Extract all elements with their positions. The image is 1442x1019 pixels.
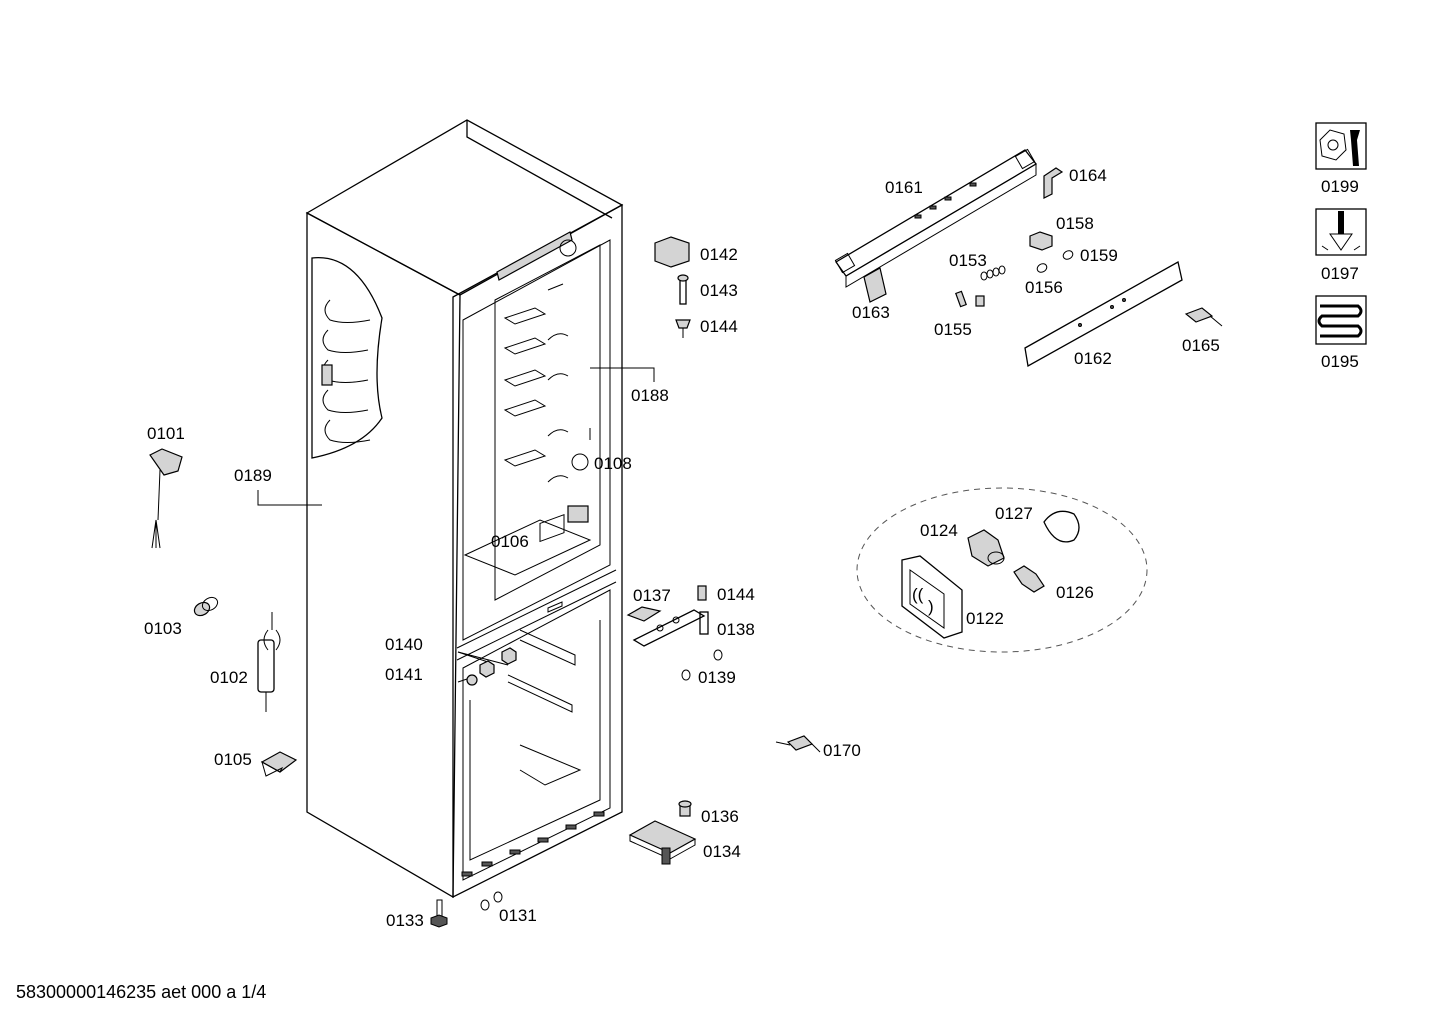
part-0164-clip (1043, 167, 1064, 199)
label-0126: 0126 (1056, 583, 1094, 602)
part-0133-foot (430, 899, 448, 928)
light-assembly-group: (( ) (856, 487, 1148, 653)
label-0137: 0137 (633, 586, 671, 605)
part-0124-lamp-socket (967, 529, 1005, 567)
label-0124: 0124 (920, 521, 958, 540)
label-0101: 0101 (147, 424, 185, 443)
label-0108: 0108 (594, 454, 632, 473)
part-0163-cover (863, 267, 887, 303)
screwdriver-icon (1315, 208, 1367, 256)
part-0139-washers (681, 649, 723, 681)
part-0155-buttons (955, 290, 985, 308)
part-0136-screw (678, 800, 692, 817)
label-0189: 0189 (234, 466, 272, 485)
label-0102: 0102 (210, 668, 248, 687)
label-0122: 0122 (966, 609, 1004, 628)
part-0159-lamp (1062, 250, 1074, 260)
part-0122-housing: (( ) (901, 555, 963, 639)
part-0105-clip (260, 751, 298, 777)
part-0170-connector (775, 735, 821, 753)
part-labels: 0101 0189 0103 0102 0105 0133 0131 0140 … (144, 166, 1359, 930)
label-0133: 0133 (386, 911, 424, 930)
heater-coil-icon (1315, 295, 1367, 345)
part-0143-pin (677, 274, 689, 305)
label-0155: 0155 (934, 320, 972, 339)
label-0136: 0136 (701, 807, 739, 826)
part-0101-power-cord (149, 448, 183, 549)
leader-lines (257, 367, 655, 683)
part-0103-cap (193, 596, 219, 617)
label-0197: 0197 (1321, 264, 1359, 283)
part-0165-connector (1184, 307, 1223, 327)
part-0131-washers (480, 891, 503, 911)
part-0144-screw-lower (697, 585, 707, 601)
label-0153: 0153 (949, 251, 987, 270)
label-0141: 0141 (385, 665, 423, 684)
svg-text:((: (( (912, 585, 924, 604)
part-0138-pin (699, 611, 709, 635)
label-0142: 0142 (700, 245, 738, 264)
label-0162: 0162 (1074, 349, 1112, 368)
label-0143: 0143 (700, 281, 738, 300)
label-0139: 0139 (698, 668, 736, 687)
label-0165: 0165 (1182, 336, 1220, 355)
part-0162-strip (1024, 261, 1183, 368)
label-0144-top: 0144 (700, 317, 738, 336)
label-0195: 0195 (1321, 352, 1359, 371)
label-0140: 0140 (385, 635, 423, 654)
label-0159: 0159 (1080, 246, 1118, 265)
label-0163: 0163 (852, 303, 890, 322)
part-0144-screw-top (675, 319, 691, 338)
label-0134: 0134 (703, 842, 741, 861)
label-0199: 0199 (1321, 177, 1359, 196)
svg-text:): ) (928, 597, 934, 616)
part-0137-hinge (626, 606, 706, 647)
wrench-nut-icon (1315, 122, 1367, 170)
label-0188: 0188 (631, 386, 669, 405)
part-0156-lamp-small (1036, 263, 1048, 273)
fridge-cabinet (305, 119, 624, 899)
part-0153-springs (980, 265, 1006, 281)
drawing-number: 58300000146235 aet 000 a 1/4 (16, 982, 266, 1002)
label-0105: 0105 (214, 750, 252, 769)
part-0134-hinge-bottom (628, 820, 697, 865)
part-0126-bulb (1013, 565, 1045, 593)
part-0102-sensor (257, 612, 281, 712)
part-0161-control-bracket (834, 148, 1037, 288)
label-0138: 0138 (717, 620, 755, 639)
label-0127: 0127 (995, 504, 1033, 523)
label-0164: 0164 (1069, 166, 1107, 185)
label-0144-lower: 0144 (717, 585, 755, 604)
label-0131: 0131 (499, 906, 537, 925)
part-0140-0141-supports (466, 647, 517, 686)
part-0142-hinge-cap (654, 236, 690, 268)
label-0161: 0161 (885, 178, 923, 197)
label-0170: 0170 (823, 741, 861, 760)
label-0103: 0103 (144, 619, 182, 638)
label-0156: 0156 (1025, 278, 1063, 297)
part-0158-switch (1029, 231, 1053, 251)
label-0106: 0106 (491, 532, 529, 551)
part-0127-lens (1043, 510, 1080, 543)
label-0158: 0158 (1056, 214, 1094, 233)
